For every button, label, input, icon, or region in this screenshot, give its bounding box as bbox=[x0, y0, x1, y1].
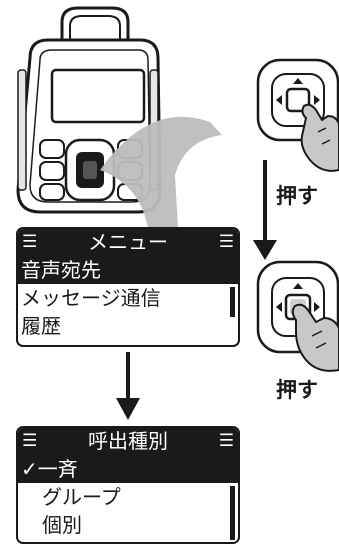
scrollbar[interactable] bbox=[230, 486, 235, 540]
menu-title-bar: ☰ メニュー ☰ bbox=[18, 229, 238, 256]
check-icon: ✓ bbox=[21, 457, 38, 481]
menu-lines-icon: ☰ bbox=[22, 431, 38, 451]
push-label: 押す bbox=[276, 378, 318, 402]
call-type-item-individual[interactable]: 個別 bbox=[18, 511, 238, 539]
menu-item-history[interactable]: 履歴 bbox=[21, 314, 61, 338]
call-type-item-all[interactable]: ✓一斉 bbox=[18, 455, 238, 483]
menu-item-message[interactable]: メッセージ通信 bbox=[21, 286, 161, 310]
call-type-label: 個別 bbox=[42, 513, 82, 537]
pressing-hand-icon bbox=[300, 103, 339, 172]
scrollbar[interactable] bbox=[230, 287, 235, 317]
highlight-swoosh bbox=[100, 116, 222, 228]
menu-title: メニュー bbox=[88, 230, 168, 254]
call-type-item-group[interactable]: グループ bbox=[18, 483, 238, 511]
call-type-label: 一斉 bbox=[37, 457, 78, 481]
call-type-title: 呼出種別 bbox=[88, 429, 168, 453]
pressing-hand-icon bbox=[291, 303, 339, 372]
menu-item-voice-destination[interactable]: 音声宛先 bbox=[18, 256, 238, 284]
call-type-title-bar: ☰ 呼出種別 ☰ bbox=[18, 428, 238, 455]
call-type-screen: ☰ 呼出種別 ☰ ✓一斉 グループ 個別 bbox=[16, 426, 240, 544]
arrow-down-icon bbox=[253, 160, 277, 260]
push-label: 押す bbox=[276, 184, 318, 208]
menu-screen: ☰ メニュー ☰ 音声宛先 メッセージ通信 履歴 bbox=[16, 227, 240, 347]
call-type-label: グループ bbox=[42, 485, 121, 509]
menu-lines-icon: ☰ bbox=[218, 431, 234, 451]
menu-lines-icon: ☰ bbox=[22, 232, 38, 252]
menu-lines-icon: ☰ bbox=[218, 232, 234, 252]
arrow-down-icon bbox=[116, 352, 140, 420]
